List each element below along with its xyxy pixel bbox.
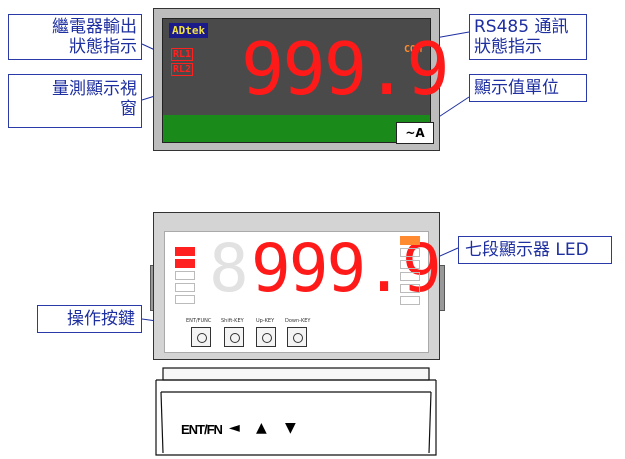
status-led-2 — [400, 248, 420, 257]
relay2-indicator: RL2 — [171, 63, 194, 76]
key-label-down: Down-KEY — [285, 318, 311, 324]
ent-func-button[interactable] — [191, 327, 211, 347]
relay1-indicator: RL1 — [171, 48, 194, 61]
key-label-up: Up-KEY — [256, 318, 275, 324]
relay-led-4 — [175, 283, 195, 292]
ent-fn-label: ENT/FN — [181, 422, 223, 437]
panel-meter-bottom: 8 999.9 ENT/FUNC Shift-KEY Up-KEY Down-K… — [153, 212, 442, 360]
display-digits-top: 999.9 — [241, 27, 450, 111]
callout-buttons: 操作按鍵 — [37, 305, 142, 333]
status-led-5 — [400, 284, 420, 293]
relay-led-3 — [175, 271, 195, 280]
com-indicator: COM — [404, 44, 423, 55]
status-led-4 — [400, 272, 420, 281]
ghost-digit: 8 — [209, 230, 249, 307]
shift-button[interactable] — [224, 327, 244, 347]
meter-bottom-face: 8 999.9 ENT/FUNC Shift-KEY Up-KEY Down-K… — [164, 230, 442, 353]
meter-top-face: ADtek RL1 RL2 COM 999.9 ~A — [162, 18, 450, 144]
callout-measure-display: 量測顯示視 窗 — [8, 74, 142, 128]
panel-meter-top: ADtek RL1 RL2 COM 999.9 ~A — [153, 8, 450, 151]
relay-led-1 — [175, 247, 195, 256]
callout-seven-segment: 七段顯示器 LED — [458, 236, 612, 264]
green-strip — [163, 115, 430, 142]
status-led-3 — [400, 260, 420, 269]
up-button[interactable] — [256, 327, 276, 347]
down-arrow-icon: ▼ — [285, 420, 296, 436]
down-button[interactable] — [287, 327, 307, 347]
status-led-6 — [400, 296, 420, 305]
unit-label: ~A — [396, 122, 434, 144]
callout-unit-display: 顯示值單位 — [469, 74, 587, 102]
left-arrow-icon: ◄ — [229, 420, 240, 436]
relay-led-2 — [175, 259, 195, 268]
key-label-shift: Shift-KEY — [221, 318, 244, 324]
callout-rs485-status: RS485 通訊 狀態指示 — [469, 14, 587, 60]
com-led — [400, 236, 420, 245]
relay-led-5 — [175, 295, 195, 304]
up-arrow-icon: ▲ — [256, 420, 267, 436]
brand-logo: ADtek — [169, 23, 209, 38]
base-outline — [155, 367, 437, 456]
callout-relay-status: 繼電器輸出 狀態指示 — [8, 14, 142, 60]
key-label-ent: ENT/FUNC — [186, 318, 212, 324]
